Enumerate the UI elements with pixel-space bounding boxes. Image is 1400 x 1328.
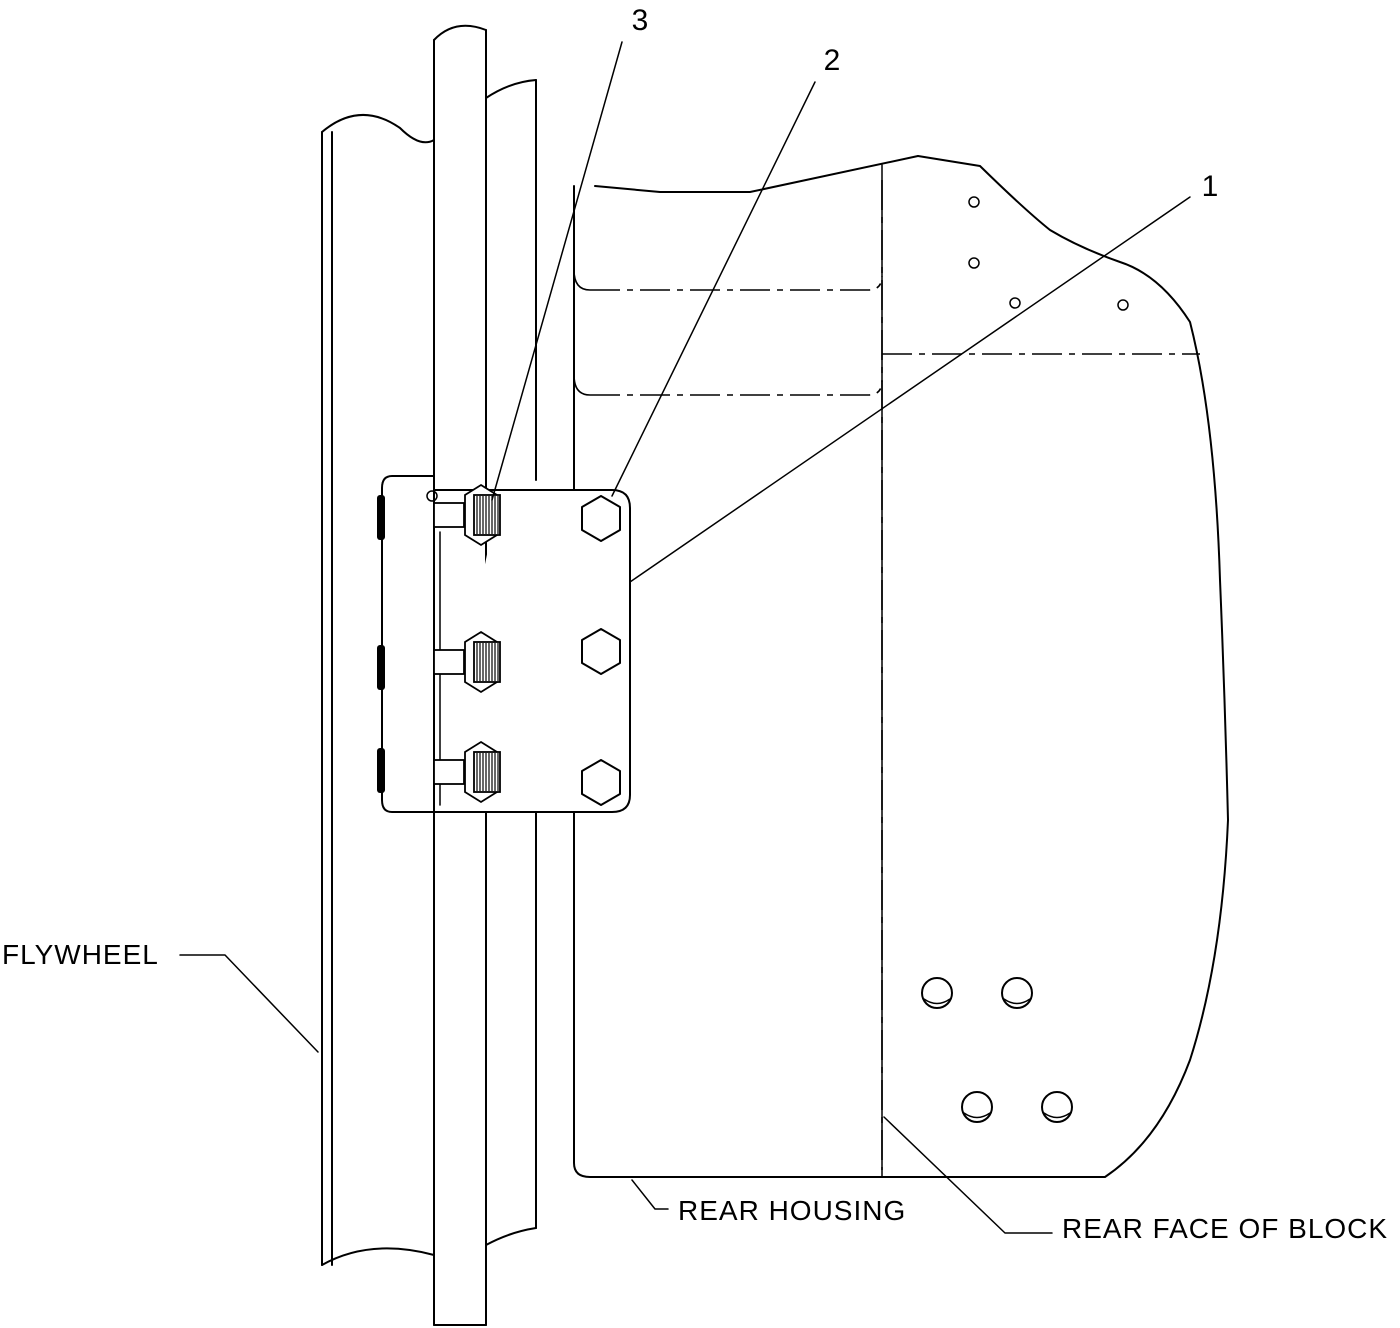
bracket-bolt-hex <box>581 495 621 542</box>
speed-sensor <box>433 740 501 804</box>
callout-number-1: 1 <box>1202 170 1219 203</box>
label-rear-housing: REAR HOUSING <box>678 1195 906 1226</box>
label-flywheel: FLYWHEEL <box>2 939 159 970</box>
sensor-plate-stud <box>377 645 385 690</box>
bracket-bolt-hex <box>581 628 621 675</box>
leader-line-rear-housing <box>631 1179 669 1210</box>
block-hole-small <box>968 257 980 269</box>
callout-number-2: 2 <box>824 44 841 77</box>
leader-line-3 <box>491 41 623 501</box>
block-plug <box>1041 1091 1073 1123</box>
block-hole-small <box>1009 297 1021 309</box>
sensor-plate-stud <box>377 748 385 793</box>
callout-leaders <box>179 41 1191 1234</box>
leader-line-rear-face <box>883 1116 1053 1234</box>
block-plug <box>1001 977 1033 1009</box>
block-plug <box>921 977 953 1009</box>
label-rear-face-of-block: REAR FACE OF BLOCK <box>1062 1213 1388 1244</box>
mounting-bracket <box>434 489 631 813</box>
bracket-bolt-hex <box>581 759 621 806</box>
engine-block <box>881 155 1229 1178</box>
sensor-plate <box>377 475 441 813</box>
speed-sensor <box>433 483 501 547</box>
speed-sensor <box>433 630 501 694</box>
sensor-plate-stud <box>377 495 385 540</box>
block-hole-small <box>1117 299 1129 311</box>
leader-line-1 <box>629 196 1191 583</box>
leader-line-flywheel <box>179 954 319 1053</box>
block-hole-small <box>968 196 980 208</box>
leader-line-2 <box>611 81 816 497</box>
block-plug <box>961 1091 993 1123</box>
callout-number-3: 3 <box>632 4 649 37</box>
speed-sensors <box>433 483 501 804</box>
